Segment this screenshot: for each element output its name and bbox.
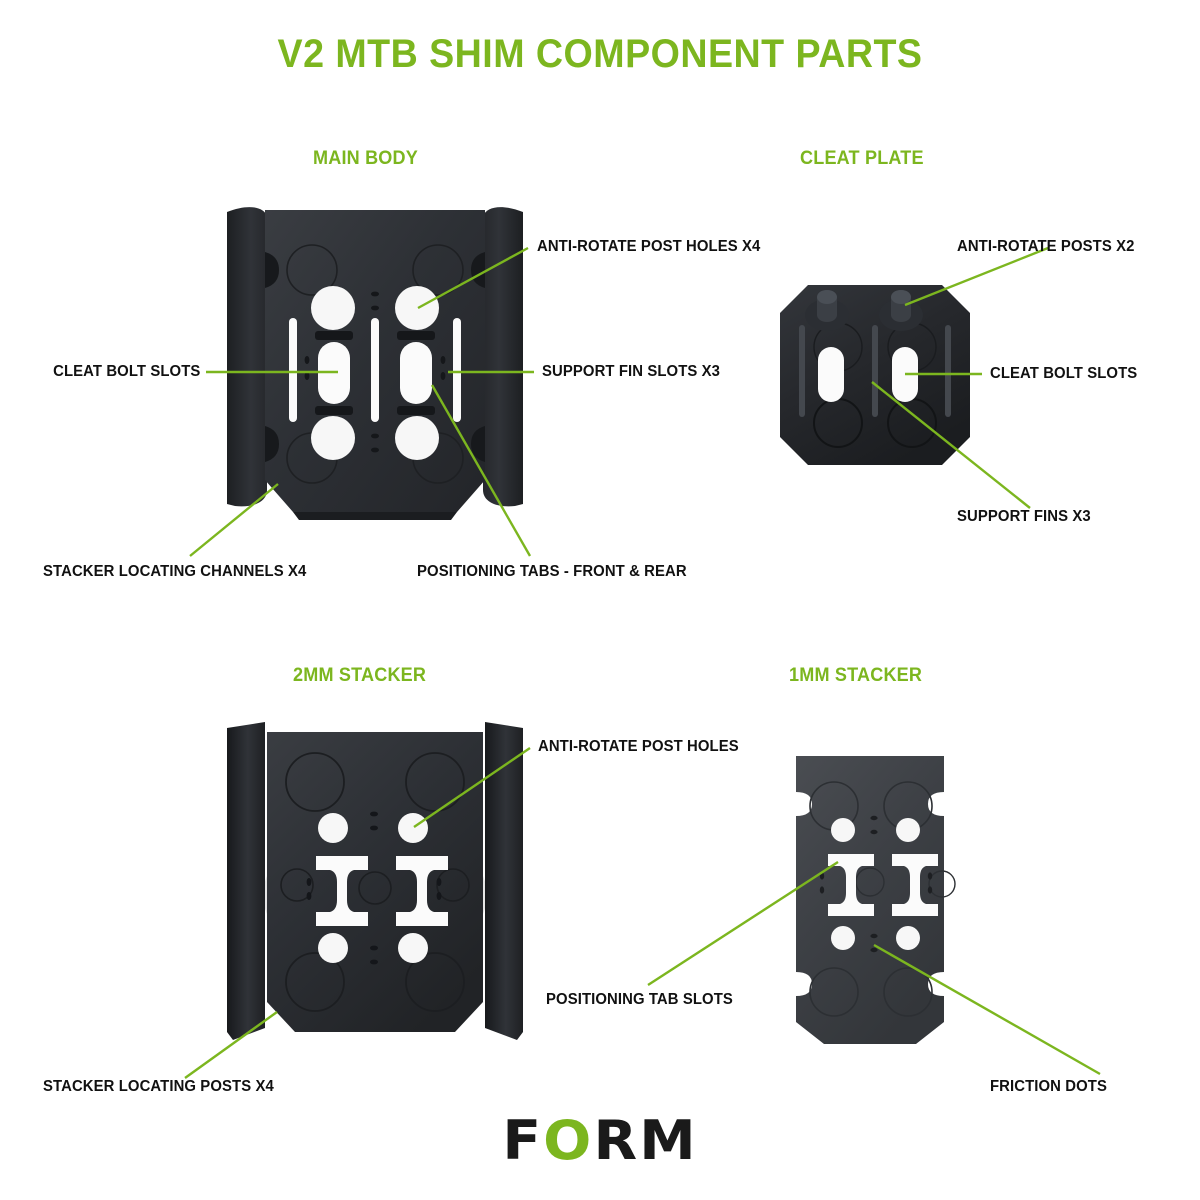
anti-rotate-post-hole (896, 818, 920, 842)
cleat-bolt-slot (400, 342, 432, 404)
anti-rotate-post-top (817, 290, 837, 304)
brand-logo: FORM (0, 1109, 1200, 1172)
logo-letters-rm: RM (593, 1109, 698, 1172)
part-image-cleat-plate (780, 285, 970, 465)
friction-dot (819, 886, 825, 894)
pin-mark (371, 305, 379, 311)
anti-rotate-post-hole (395, 286, 439, 330)
recess-circle (928, 870, 956, 898)
pin-mark (306, 878, 312, 886)
pin-mark (436, 878, 442, 886)
anti-rotate-post-hole (398, 813, 428, 843)
wing-flange-left (227, 207, 267, 507)
anti-rotate-post-hole (318, 813, 348, 843)
stacker-1mm-plate (796, 756, 944, 1044)
stacker-2mm-plate (267, 732, 483, 1032)
stacker-locating-post (485, 722, 523, 1040)
stacker-locating-post (227, 722, 265, 1040)
anti-rotate-post-hole (311, 416, 355, 460)
pin-mark (440, 356, 446, 364)
callout-main-cleat-bolt-slots: CLEAT BOLT SLOTS (52, 363, 200, 380)
anti-rotate-post-top (891, 290, 911, 304)
friction-dot (870, 947, 878, 953)
logo-letter-f: F (502, 1109, 544, 1172)
callout-cleat-anti-rotate-posts: ANTI-ROTATE POSTS X2 (957, 238, 1135, 255)
recess-circle (285, 752, 345, 812)
support-fin (872, 325, 878, 417)
callout-1mm-friction-dots: FRICTION DOTS (990, 1078, 1107, 1095)
anti-rotate-post-hole (311, 286, 355, 330)
section-header-2mm-stacker: 2MM STACKER (293, 665, 427, 686)
callout-main-positioning-tabs: POSITIONING TABS - FRONT & REAR (417, 563, 687, 580)
callout-main-support-fin-slots: SUPPORT FIN SLOTS X3 (542, 363, 721, 380)
positioning-tab-slot (316, 856, 368, 926)
pin-mark (371, 447, 379, 453)
part-image-main-body (227, 207, 523, 520)
friction-dot (870, 829, 878, 835)
anti-rotate-post-hole (831, 926, 855, 950)
pin-mark (370, 959, 378, 965)
positioning-tab-slot (828, 854, 874, 916)
recess-circle (286, 244, 338, 296)
positioning-tab (397, 406, 435, 415)
section-header-1mm-stacker: 1MM STACKER (789, 665, 923, 686)
callout-main-anti-rotate-post-holes: ANTI-ROTATE POST HOLES X4 (537, 238, 761, 255)
pin-mark (371, 433, 379, 439)
friction-dot (819, 872, 825, 880)
anti-rotate-post-hole (318, 933, 348, 963)
pin-mark (370, 811, 378, 817)
recess-circle (358, 871, 392, 905)
callout-2mm-stacker-locating-posts: STACKER LOCATING POSTS X4 (43, 1078, 274, 1095)
friction-dot (927, 886, 933, 894)
support-fin-slot (371, 318, 379, 422)
section-header-main-body: MAIN BODY (313, 148, 419, 169)
pin-mark (304, 356, 310, 364)
part-image-2mm-stacker (227, 722, 523, 1040)
callout-positioning-tab-slots: POSITIONING TAB SLOTS (546, 991, 733, 1008)
recess-circle (280, 868, 314, 902)
support-fin (799, 325, 805, 417)
friction-dot (927, 872, 933, 880)
stacker-locating-channel (265, 426, 279, 462)
positioning-tab (315, 331, 353, 340)
bottom-edge (293, 512, 457, 520)
recess-circle (405, 952, 465, 1012)
cleat-bolt-slot (318, 342, 350, 404)
support-fin-slot (289, 318, 297, 422)
page-title: V2 MTB SHIM COMPONENT PARTS (277, 32, 923, 76)
positioning-tab (315, 406, 353, 415)
callout-main-stacker-locating-channels: STACKER LOCATING CHANNELS X4 (43, 563, 307, 580)
anti-rotate-post-hole (896, 926, 920, 950)
pin-mark (436, 892, 442, 900)
stacker-locating-channel (265, 252, 279, 288)
pin-mark (440, 372, 446, 380)
pin-mark (304, 372, 310, 380)
cleat-bolt-slot (818, 347, 844, 402)
pin-mark (371, 291, 379, 297)
support-fin-slot (453, 318, 461, 422)
recess-circle (285, 952, 345, 1012)
positioning-tab-slot (892, 854, 938, 916)
callout-cleat-support-fins: SUPPORT FINS X3 (957, 508, 1091, 525)
pin-mark (306, 892, 312, 900)
friction-dot (870, 933, 878, 939)
friction-dot (870, 815, 878, 821)
positioning-tab-slot (396, 856, 448, 926)
anti-rotate-post-hole (831, 818, 855, 842)
anti-rotate-post-hole (398, 933, 428, 963)
part-image-1mm-stacker (796, 756, 956, 1044)
recess-circle (436, 868, 470, 902)
section-header-cleat-plate: CLEAT PLATE (800, 148, 924, 169)
wing-flange-right (483, 207, 523, 507)
callout-cleat-bolt-slots: CLEAT BOLT SLOTS (990, 365, 1138, 382)
support-fin (945, 325, 951, 417)
pin-mark (370, 825, 378, 831)
positioning-tab (397, 331, 435, 340)
logo-letter-o: O (543, 1109, 594, 1172)
pin-mark (370, 945, 378, 951)
anti-rotate-post-hole (395, 416, 439, 460)
callout-2mm-anti-rotate-post-holes: ANTI-ROTATE POST HOLES (538, 738, 739, 755)
cleat-bolt-slot (892, 347, 918, 402)
